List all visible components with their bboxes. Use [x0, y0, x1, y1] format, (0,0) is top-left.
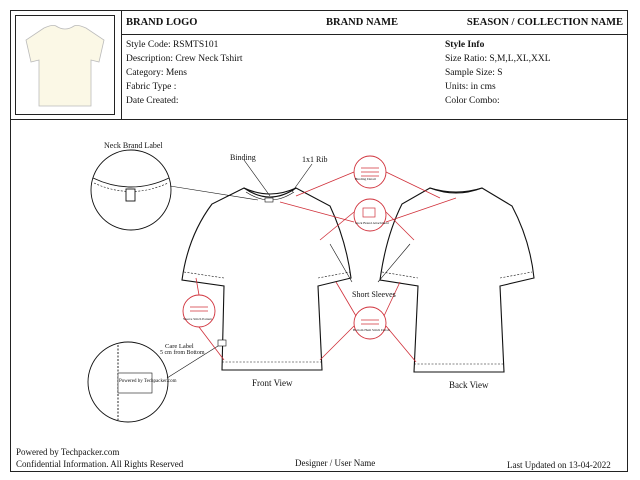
rib-callout: 1x1 Rib [302, 155, 328, 164]
style-code: Style Code: RSMTS101 [126, 40, 219, 50]
confidential-note: Confidential Information. All Rights Res… [16, 459, 184, 469]
brand-logo: BRAND LOGO [126, 17, 198, 28]
care-label-detail-icon [87, 341, 219, 423]
style-category: Category: Mens [126, 68, 187, 78]
garment-thumbnail [15, 15, 115, 115]
style-description: Description: Crew Neck Tshirt [126, 54, 243, 64]
leader-lines [243, 159, 411, 283]
care-tag-text: Powered by Techpacker.com [119, 379, 177, 384]
color-combo: Color Combo: [445, 96, 500, 106]
stitch-callouts [182, 155, 457, 363]
back-tshirt-icon [379, 187, 535, 373]
designer-name: Designer / User Name [295, 458, 376, 468]
back-view-label: Back View [449, 380, 489, 390]
last-updated: Last Updated on 13-04-2022 [507, 460, 611, 470]
header-block: BRAND LOGO BRAND NAME SEASON / COLLECTIO… [11, 11, 627, 120]
style-info-title: Style Info [445, 40, 485, 50]
circle-bottom-label: Bottom Hem Stitch Detail [353, 328, 390, 332]
front-view-label: Front View [252, 378, 293, 388]
sample-size: Sample Size: S [445, 68, 503, 78]
season-name: SEASON / COLLECTION NAME [466, 17, 623, 28]
brand-name: BRAND NAME [326, 17, 399, 28]
care-label-callout: Care Label [165, 343, 194, 350]
powered-by: Powered by Techpacker.com [16, 447, 120, 457]
neck-label-callout: Neck Brand Label [104, 141, 163, 150]
short-sleeves-callout: Short Sleeves [352, 290, 396, 299]
care-label-position: 5 cm from Bottom [160, 350, 205, 356]
circle-side-label: Sleeve Stitch Pattern [183, 317, 213, 321]
tshirt-thumbnail-icon [25, 24, 105, 107]
circle-top-label: Binding Detail [355, 177, 376, 181]
header-details: Style Code: RSMTS101 Description: Crew N… [121, 35, 627, 119]
date-created: Date Created: [126, 96, 179, 106]
fabric-type: Fabric Type : [126, 82, 177, 92]
size-ratio: Size Ratio: S,M,L,XL,XXL [445, 54, 551, 64]
header-title-row: BRAND LOGO BRAND NAME SEASON / COLLECTIO… [121, 11, 627, 35]
front-tshirt-icon [181, 187, 352, 371]
binding-callout: Binding [230, 153, 256, 162]
circle-mid-label: Neck Brand Attachment [355, 221, 389, 225]
units: Units: in cms [445, 82, 496, 92]
neck-label-detail-icon [90, 149, 259, 231]
tech-pack-sheet: BRAND LOGO BRAND NAME SEASON / COLLECTIO… [10, 10, 628, 472]
